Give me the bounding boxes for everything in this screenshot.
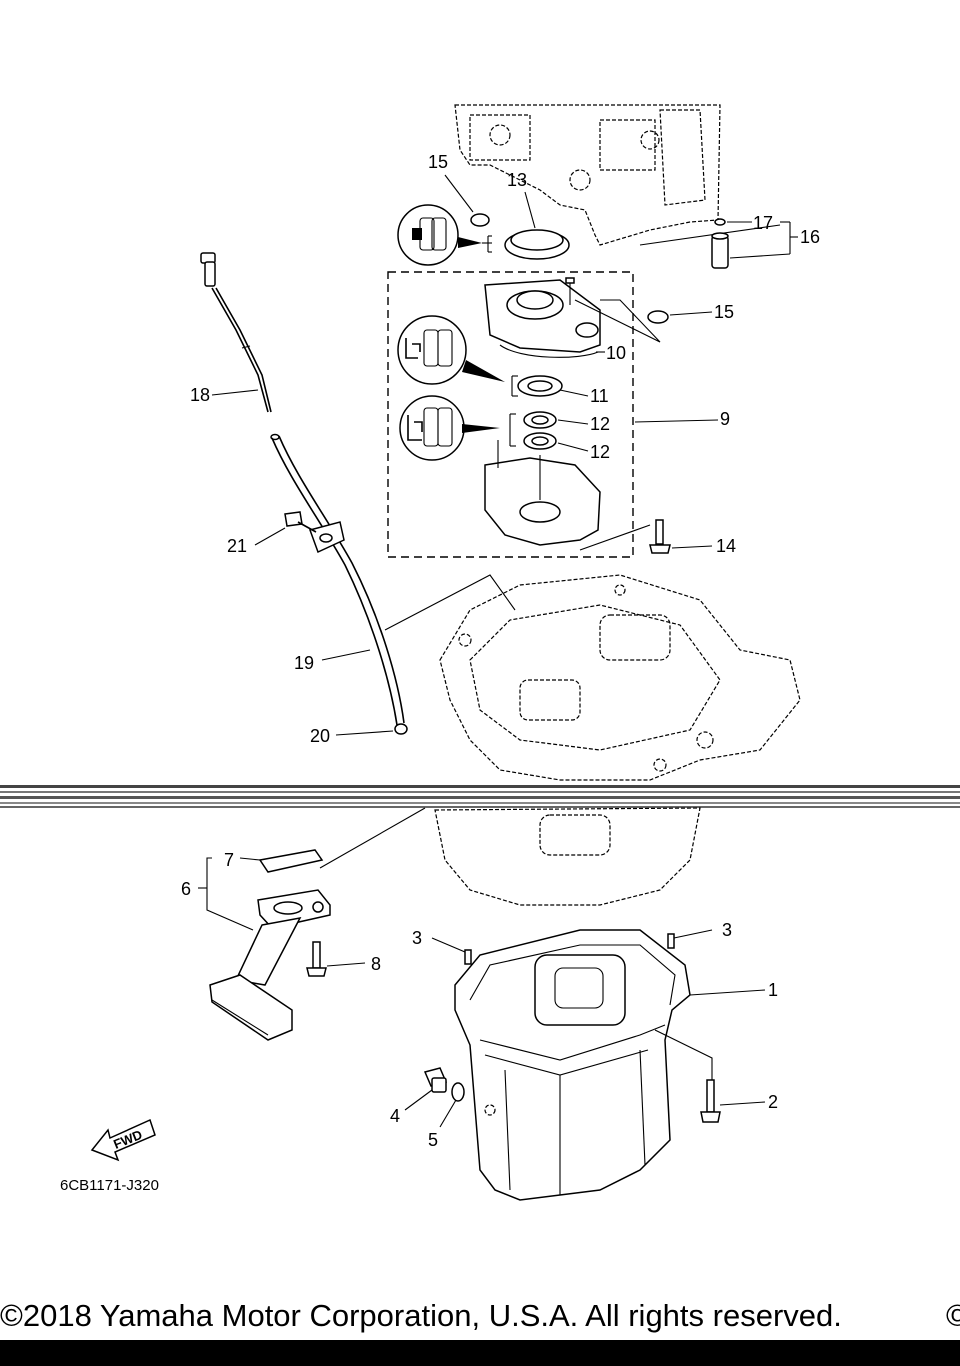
callout-15-right: 15 [714,302,734,322]
bolt-8 [306,941,366,977]
callout-16: 16 [800,227,820,247]
gasket-ghost [434,807,701,906]
callout-15-upper: 15 [428,152,448,172]
callout-9: 9 [720,409,730,429]
bolt-2 [654,1029,766,1123]
callout-5: 5 [428,1130,438,1150]
oil-seal-housing-lower [484,440,601,546]
oil-seal-11 [517,375,563,397]
callout-14: 14 [716,536,736,556]
callout-19: 19 [294,653,314,673]
callout-17: 17 [753,213,773,233]
o-ring-15-right [647,310,713,324]
oil-seals-12 [523,411,557,450]
bolt-3-left [431,937,472,965]
drawing-code: 6CB1171-J320 [60,1177,159,1194]
fwd-label: FWD [111,1127,144,1152]
dowel-pin-16 [711,218,798,269]
callout-12-upper: 12 [590,414,610,434]
sealant-icon-top [397,204,492,266]
callout-21: 21 [227,536,247,556]
fwd-arrow-icon: FWD [90,1118,156,1162]
callout-11: 11 [590,386,609,406]
engine-block-ghost [454,104,781,246]
callout-20: 20 [310,726,330,746]
callout-8: 8 [371,954,381,974]
oil-seal-housing-upper [484,277,601,358]
o-ring-15-upper [444,174,490,227]
copyright-notice-trailing: © [946,1298,960,1333]
gasket-5 [439,1082,465,1128]
callout-1: 1 [768,980,778,1000]
bolt-3-right [667,929,713,949]
dipstick-18 [200,252,272,413]
drain-plug-4 [404,1067,448,1111]
callout-3-right: 3 [722,920,732,940]
oil-pan-1 [454,929,766,1201]
bottom-black-bar [0,1340,960,1366]
callout-4: 4 [390,1106,400,1126]
assembly-9-box [387,271,634,558]
exhaust-guide-ghost [439,574,801,781]
callout-6: 6 [181,879,191,899]
callout-3-left: 3 [412,928,422,948]
scan-break-band [0,785,960,808]
grease-icon-middle [397,315,518,397]
oil-strainer-6 [198,807,426,1041]
callout-7: 7 [224,850,234,870]
copyright-notice: ©2018 Yamaha Motor Corporation, U.S.A. A… [0,1298,842,1333]
bolt-14 [649,519,713,554]
callout-18: 18 [190,385,210,405]
callout-10: 10 [606,343,626,363]
callout-12-lower: 12 [590,442,610,462]
bolt-21 [254,511,317,546]
callout-13: 13 [507,170,527,190]
bearing-13 [504,191,570,260]
callout-2: 2 [768,1092,778,1112]
dipstick-guide-19 [270,433,516,736]
grease-icon-lower [399,395,516,461]
